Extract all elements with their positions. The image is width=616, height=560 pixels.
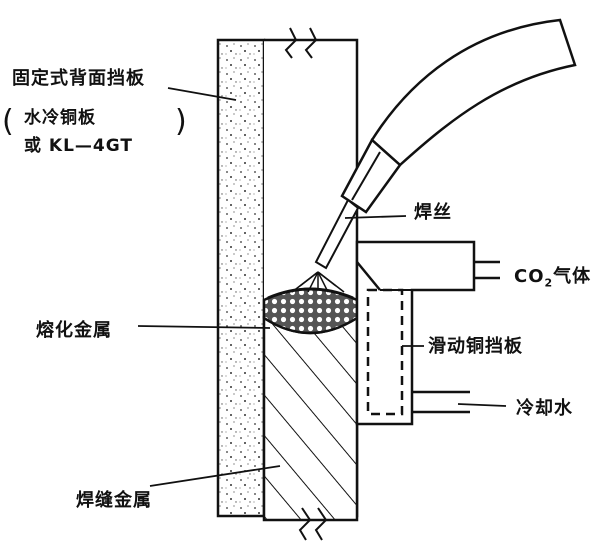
top-break-mark (284, 27, 298, 59)
torch-nozzle-inner (351, 151, 381, 201)
cooling-channel (366, 288, 404, 416)
bottom-break-mark (298, 507, 312, 541)
leader-welding-wire (344, 215, 407, 219)
label-co2-gas: CO2气体 (514, 262, 591, 290)
shoe-chamfer (356, 261, 381, 291)
label-paren-open: ( (2, 104, 15, 139)
welding-wire (314, 198, 360, 270)
label-welding-wire: 焊丝 (414, 202, 452, 223)
label-co2-prefix: CO (514, 266, 545, 287)
weld-metal (262, 315, 359, 522)
torch-hose (370, 18, 577, 167)
label-weld-metal: 焊缝金属 (76, 490, 152, 511)
fixed-backing-plate (216, 38, 266, 518)
leader-cooling-water (457, 403, 507, 407)
label-backing-plate-material-2: 或 KL—4GT (24, 136, 134, 156)
leader-backing-plate (167, 87, 237, 101)
bottom-break-mark-2 (314, 507, 328, 541)
label-co2-subscript: 2 (544, 276, 554, 290)
leader-molten-metal (137, 325, 271, 329)
label-co2-suffix: 气体 (553, 266, 592, 287)
label-molten-metal: 熔化金属 (36, 320, 112, 341)
arc-sparks (291, 271, 345, 293)
label-backing-plate-title: 固定式背面挡板 (12, 68, 145, 89)
label-paren-close: ) (175, 104, 188, 139)
label-backing-plate-material-1: 水冷铜板 (24, 108, 96, 128)
top-break-mark-2 (304, 27, 318, 59)
label-cooling-water: 冷却水 (516, 398, 573, 419)
leader-weld-metal (149, 465, 281, 487)
label-sliding-copper-plate: 滑动铜挡板 (428, 336, 523, 357)
